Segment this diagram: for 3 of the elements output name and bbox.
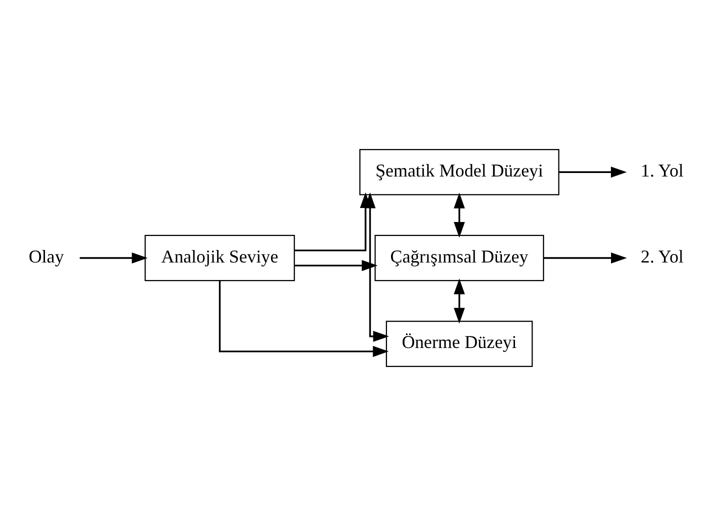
node-text: Olay xyxy=(28,246,64,266)
node-text: 1. Yol xyxy=(640,160,684,180)
node-text: 2. Yol xyxy=(640,246,684,266)
